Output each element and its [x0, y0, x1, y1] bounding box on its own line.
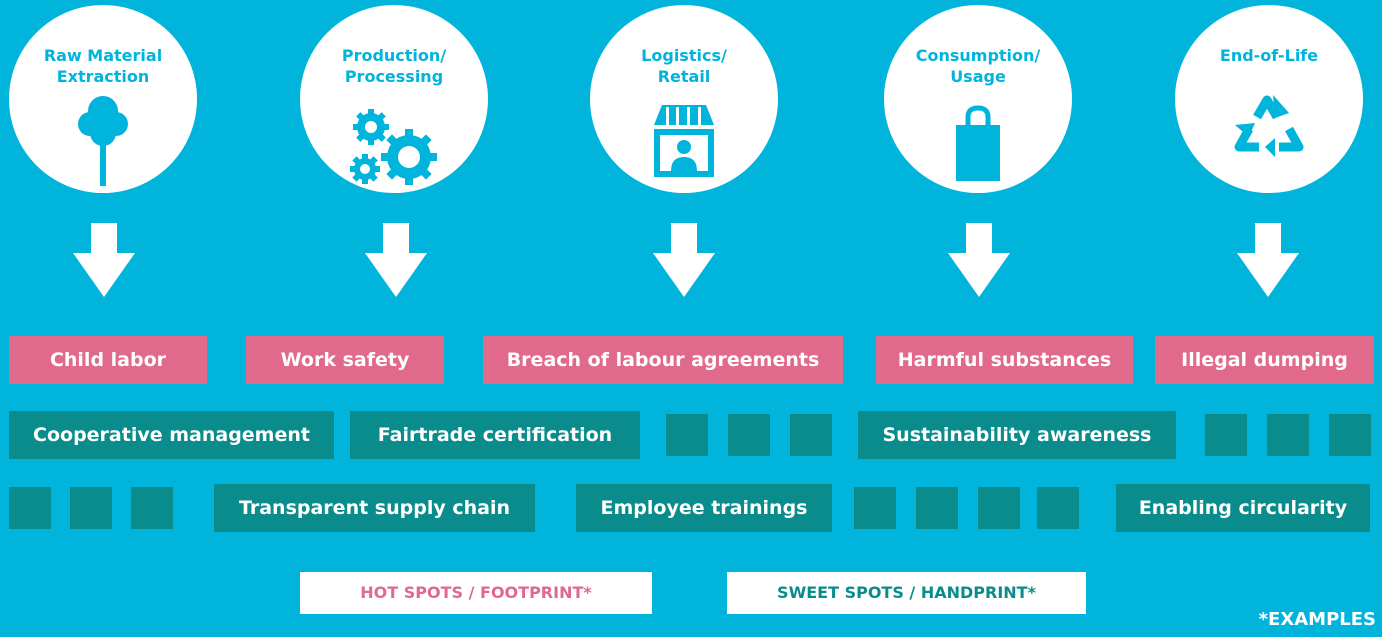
sweet-spot-transparent-supply-chain: Transparent supply chain	[214, 484, 535, 532]
placeholder-square	[131, 487, 173, 529]
sweet-spot-enabling-circularity: Enabling circularity	[1116, 484, 1370, 532]
shopping-bag-icon	[956, 105, 1000, 181]
tree-icon	[78, 96, 128, 186]
placeholder-square	[9, 487, 51, 529]
stage-production-processing: Production/ Processing	[300, 5, 488, 193]
placeholder-square	[70, 487, 112, 529]
placeholder-square	[1329, 414, 1371, 456]
stage-title: Raw Material Extraction	[43, 46, 163, 86]
gears-icon	[350, 109, 437, 185]
sweet-spot-employee-trainings: Employee trainings	[576, 484, 832, 532]
shop-icon	[654, 105, 714, 177]
hot-spot-work-safety: Work safety	[246, 336, 444, 384]
stage-title: Logistics/ Retail	[641, 46, 727, 86]
placeholder-square	[1037, 487, 1079, 529]
placeholder-square	[978, 487, 1020, 529]
placeholder-square	[666, 414, 708, 456]
sweet-spot-fairtrade-certification: Fairtrade certification	[350, 411, 640, 459]
hot-spot-illegal-dumping: Illegal dumping	[1155, 336, 1374, 384]
legend-hot-spots: HOT SPOTS / FOOTPRINT*	[300, 572, 652, 614]
stage-consumption-usage: Consumption/ Usage	[884, 5, 1072, 193]
footnote: *EXAMPLES	[1258, 609, 1376, 630]
hot-spot-breach-of-labour-agreements: Breach of labour agreements	[483, 336, 843, 384]
stage-raw-material-extraction: Raw Material Extraction	[9, 5, 197, 193]
down-arrow-icon	[1237, 223, 1299, 297]
placeholder-square	[854, 487, 896, 529]
stage-title: Production/ Processing	[341, 46, 447, 86]
hot-spot-child-labor: Child labor	[9, 336, 207, 384]
hot-spot-harmful-substances: Harmful substances	[876, 336, 1133, 384]
down-arrow-icon	[948, 223, 1010, 297]
recycle-icon	[1234, 95, 1304, 157]
sweet-spot-sustainability-awareness: Sustainability awareness	[858, 411, 1176, 459]
placeholder-square	[790, 414, 832, 456]
placeholder-square	[1267, 414, 1309, 456]
stage-title: Consumption/ Usage	[915, 46, 1041, 86]
placeholder-square	[728, 414, 770, 456]
stage-title: End-of-Life	[1219, 46, 1319, 65]
stage-logistics-retail: Logistics/ Retail	[590, 5, 778, 193]
down-arrow-icon	[73, 223, 135, 297]
stage-end-of-life: End-of-Life	[1175, 5, 1363, 193]
down-arrow-icon	[653, 223, 715, 297]
down-arrow-icon	[365, 223, 427, 297]
placeholder-square	[916, 487, 958, 529]
placeholder-square	[1205, 414, 1247, 456]
legend-sweet-spots: SWEET SPOTS / HANDPRINT*	[727, 572, 1086, 614]
sweet-spot-cooperative-management: Cooperative management	[9, 411, 334, 459]
